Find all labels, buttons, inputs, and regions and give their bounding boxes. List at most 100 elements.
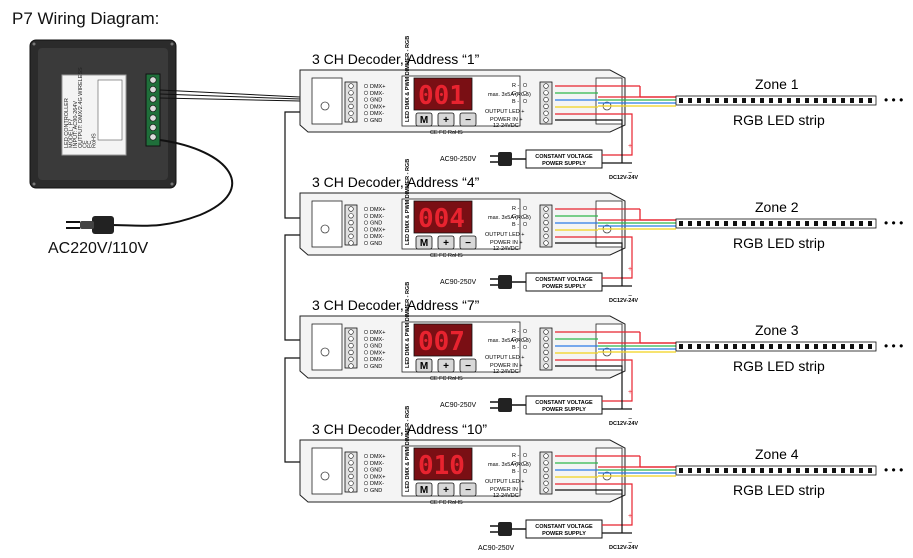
rating-label: max. 3x5A (RGB) — [488, 338, 531, 344]
controller-label-line: LED CONTROLLER — [64, 98, 70, 148]
product-name: LED DMX & PWM DIMMER - RGB — [405, 282, 411, 368]
cert-marks: CE FC RoHS — [430, 130, 463, 136]
rgb-led-strip — [675, 341, 877, 352]
decoder-heading: 3 CH Decoder, Address “7” — [312, 297, 480, 313]
mains-voltage-label: AC220V/110V — [48, 240, 149, 257]
controller-terminal-screw — [149, 133, 157, 141]
output-terminal-label: B - — [512, 99, 519, 105]
decoder-heading: 3 CH Decoder, Address “1” — [312, 51, 480, 67]
output-terminal-block — [539, 451, 553, 495]
output-led-label: OUTPUT LED + — [485, 479, 524, 485]
dc-output-label: DC12V-24V — [609, 545, 638, 551]
plus-button[interactable] — [437, 482, 455, 497]
mode-button-label: M — [420, 238, 428, 249]
dmx-terminal-label: DMX+ — [370, 330, 385, 336]
dmx-terminal-label: DMX- — [370, 111, 384, 117]
output-terminal-label: G - — [512, 461, 520, 467]
decoder-unit: 3 CH Decoder, Address “10”DMX+DMX-GNDDMX… — [299, 406, 903, 552]
rgb-led-strip — [675, 95, 877, 106]
output-led-label: OUTPUT LED + — [485, 355, 524, 361]
output-terminal-block — [539, 81, 553, 125]
controller-dmx-output-wires — [159, 89, 301, 102]
dmx-terminal-label: GND — [370, 468, 382, 474]
dmx-terminal-label: DMX- — [370, 357, 384, 363]
dc-plus-label: + — [628, 513, 632, 520]
ac-plug-icon — [498, 398, 512, 412]
product-name: LED DMX & PWM DIMMER - RGB — [405, 406, 411, 492]
dmx-terminal-label: GND — [370, 488, 382, 494]
minus-button[interactable] — [459, 235, 477, 250]
decoder-unit: 3 CH Decoder, Address “1”DMX+DMX-GNDDMX+… — [299, 36, 903, 181]
mode-button[interactable] — [415, 482, 433, 497]
output-terminal-label: R - — [512, 453, 520, 459]
zone-label: Zone 1 — [755, 76, 799, 92]
plus-button[interactable] — [437, 358, 455, 373]
plus-button[interactable] — [437, 112, 455, 127]
decoder-unit: 3 CH Decoder, Address “7”DMX+DMX-GNDDMX+… — [299, 282, 903, 427]
mode-button[interactable] — [415, 112, 433, 127]
address-display — [413, 200, 473, 234]
power-in-range-label: 12-24VDC — [493, 493, 519, 499]
zone-label: Zone 2 — [755, 199, 799, 215]
ac-plug — [66, 139, 234, 234]
address-display — [413, 77, 473, 111]
address-display — [413, 323, 473, 357]
dmx-terminal-label: DMX+ — [370, 207, 385, 213]
dmx-terminal-label: DMX+ — [370, 84, 385, 90]
dmx-terminal-label: DMX- — [370, 214, 384, 220]
strip-continues-ellipsis: • • • — [884, 216, 903, 230]
output-terminal-label: G - — [512, 214, 520, 220]
mount-hole-icon — [320, 101, 330, 111]
mount-hole-icon — [320, 224, 330, 234]
dc-minus-label: − — [628, 170, 632, 177]
product-name: LED DMX & PWM DIMMER - RGB — [405, 159, 411, 245]
minus-button[interactable] — [459, 482, 477, 497]
dc-minus-label: − — [628, 540, 632, 547]
address-display-value: 004 — [418, 204, 465, 234]
dmx-terminal-label: GND — [370, 98, 382, 104]
mode-button[interactable] — [415, 358, 433, 373]
output-terminal-label: G - — [512, 91, 520, 97]
power-in-range-label: 12-24VDC — [493, 123, 519, 129]
ac-input-label: AC90-250V — [440, 402, 477, 409]
mode-button-label: M — [420, 361, 428, 372]
minus-button[interactable] — [459, 112, 477, 127]
dc-output-label: DC12V-24V — [609, 298, 638, 304]
power-in-label: POWER IN + — [490, 487, 523, 493]
dmx-terminal-label: DMX+ — [370, 227, 385, 233]
dc-minus-label: − — [628, 416, 632, 423]
minus-button-label: − — [465, 238, 471, 249]
address-display-value: 010 — [418, 451, 465, 481]
ac-plug-icon — [498, 522, 512, 536]
strip-label: RGB LED strip — [733, 358, 825, 374]
ac-plug-icon — [498, 275, 512, 289]
decoder-heading: 3 CH Decoder, Address “4” — [312, 174, 480, 190]
dmx-daisy-chain — [284, 111, 320, 463]
cert-marks: CE FC RoHS — [430, 376, 463, 382]
decoder-heading: 3 CH Decoder, Address “10” — [312, 421, 487, 437]
rgb-led-strip — [675, 218, 877, 229]
mode-button[interactable] — [415, 235, 433, 250]
minus-button[interactable] — [459, 358, 477, 373]
plus-button-label: + — [443, 238, 449, 249]
strip-label: RGB LED strip — [733, 482, 825, 498]
dmx-terminal-label: GND — [370, 221, 382, 227]
zone-label: Zone 4 — [755, 446, 799, 462]
plus-button[interactable] — [437, 235, 455, 250]
output-terminal-label: B - — [512, 222, 519, 228]
address-display-value: 001 — [418, 81, 465, 111]
minus-button-label: − — [465, 485, 471, 496]
strip-label: RGB LED strip — [733, 112, 825, 128]
output-terminal-label: R - — [512, 206, 520, 212]
controller-terminal-screw — [149, 76, 157, 84]
output-terminal-label: R - — [512, 329, 520, 335]
dc-plus-label: + — [628, 266, 632, 273]
dmx-terminal-label: DMX- — [370, 234, 384, 240]
plus-button-label: + — [443, 361, 449, 372]
mount-hole-icon — [320, 471, 330, 481]
controller-terminal-screw — [149, 86, 157, 94]
rating-label: max. 3x5A (RGB) — [488, 215, 531, 221]
mode-button-label: M — [420, 115, 428, 126]
